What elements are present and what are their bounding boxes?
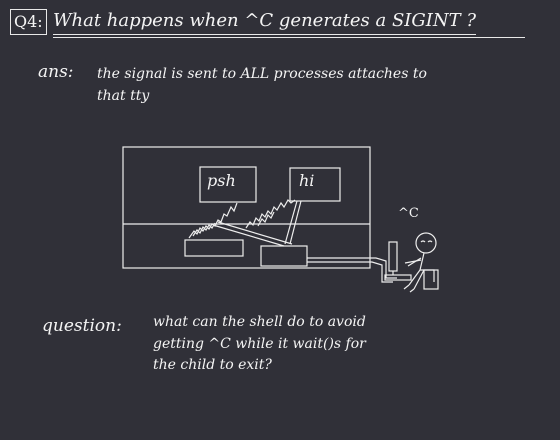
process-label-hi: hi [299,171,314,190]
followup-text-line-3: the child to exit? [153,357,272,373]
tty-driver-box [184,239,244,257]
signal-path-line [284,200,298,245]
signal-zigzag-icon [188,199,296,239]
process-box-psh [199,166,257,203]
title-underline [53,37,525,38]
answer-label: ans: [38,62,74,82]
followup-question-label: question: [42,316,122,336]
user-at-keyboard-icon [384,232,439,293]
ctrl-c-label: ^C [398,206,419,221]
device-box [260,245,308,267]
keyboard-cable [307,257,397,279]
process-label-psh: psh [207,171,236,190]
terminal-screen-icon [122,146,371,269]
signal-path-line [212,224,285,247]
slide-title: What happens when ^C generates a SIGINT … [53,9,477,35]
signal-path-line [289,200,302,245]
followup-text-line-2: getting ^C while it wait()s for [153,336,366,352]
answer-text-line-1: the signal is sent to ALL processes atta… [97,66,427,82]
question-number: Q4: [10,9,47,35]
process-box-hi [289,167,341,202]
keyboard-cable [307,261,393,283]
answer-text-line-2: that tty [97,88,150,104]
followup-text-line-1: what can the shell do to avoid [153,314,366,330]
signal-path-line [217,221,293,245]
